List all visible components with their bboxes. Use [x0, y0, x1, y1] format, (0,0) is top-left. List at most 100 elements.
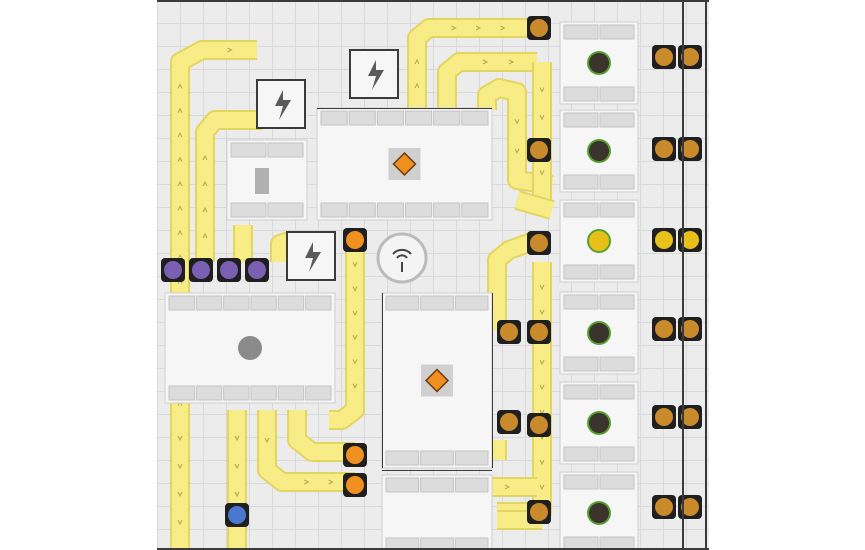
ore-icon: [500, 323, 518, 341]
ore-icon: [500, 413, 518, 431]
machine-slot: [405, 110, 433, 126]
machine-slot: [599, 174, 635, 190]
refinery-0[interactable]: [559, 21, 639, 105]
conveyor-arrow-icon: [177, 519, 183, 526]
conveyor-arrow-icon: [177, 156, 183, 162]
assembler-center[interactable]: [381, 292, 493, 469]
flash-icon: [275, 90, 291, 120]
conveyor-arrow-icon: [352, 334, 358, 341]
conveyor-arrow-icon: [234, 491, 240, 498]
conveyor-arrow-icon: [504, 484, 511, 490]
gear-crusher-icon: [238, 336, 262, 360]
machine-slot: [420, 295, 454, 311]
machine-slot: [433, 110, 461, 126]
conveyor-arrow-icon: [177, 107, 183, 114]
machine-slot: [385, 537, 420, 550]
machine-slot: [461, 110, 489, 126]
crystal-icon: [192, 261, 210, 279]
machine-slot: [563, 294, 599, 310]
ore-icon: [681, 320, 699, 338]
conveyor-belt-inner-13: [514, 192, 555, 218]
ore-chunk-icon: [587, 51, 611, 75]
conveyor-arrow-icon: [352, 310, 358, 316]
flash-machine-1[interactable]: [349, 49, 399, 99]
flash-icon: [305, 242, 321, 272]
machine-slot: [168, 385, 195, 401]
machine-slot: [168, 295, 195, 311]
wall-2: [705, 0, 707, 550]
machine-slot: [320, 202, 348, 218]
hub-station[interactable]: [376, 232, 428, 284]
conveyor-arrow-icon: [177, 491, 183, 498]
factory-scene[interactable]: [157, 0, 709, 550]
conveyor-arrow-icon: [227, 47, 233, 53]
assembler-top[interactable]: [316, 107, 493, 221]
machine-slot: [599, 264, 635, 280]
ore-icon: [681, 498, 699, 516]
ore-icon: [530, 141, 548, 159]
ore-icon: [530, 19, 548, 37]
gold-icon: [681, 231, 699, 249]
hub-antenna-icon: [392, 248, 412, 272]
conveyor-belt-inner-7: [289, 410, 355, 460]
game-board[interactable]: [157, 0, 709, 550]
conveyor-arrow-icon: [508, 59, 515, 65]
conveyor-belt-inner-6: [259, 410, 355, 490]
conveyor-belt-inner-10: [439, 54, 537, 110]
conveyor-arrow-icon: [234, 463, 240, 470]
machine-slot: [277, 295, 305, 311]
machine-slot: [385, 295, 420, 311]
machine-slot: [305, 385, 332, 401]
crystal-icon: [164, 261, 182, 279]
document-machine[interactable]: [226, 139, 308, 221]
conveyor-arrow-icon: [539, 114, 545, 121]
conveyor-arrow-icon: [202, 232, 208, 239]
machine-slot: [223, 385, 250, 401]
wall-7: [382, 470, 492, 471]
conveyor-arrow-icon: [451, 25, 457, 31]
conveyor-arrow-icon: [177, 463, 183, 470]
machine-slot: [267, 202, 304, 218]
machine-slot: [454, 477, 489, 493]
machine-slot: [599, 474, 635, 490]
conveyor-arrow-icon: [539, 384, 545, 391]
conveyor-arrow-icon: [328, 479, 334, 485]
machine-slot: [250, 385, 277, 401]
crusher-machine[interactable]: [164, 292, 336, 404]
machine-slot: [563, 202, 599, 218]
refinery-1[interactable]: [559, 109, 639, 193]
conveyor-arrow-icon: [177, 254, 183, 260]
machine-slot: [599, 384, 635, 400]
machine-slot: [599, 86, 635, 102]
refinery-5[interactable]: [559, 471, 639, 550]
conveyor-arrow-icon: [475, 25, 482, 31]
machine-slot: [195, 295, 223, 311]
machine-slot: [563, 384, 599, 400]
conveyor-arrow-icon: [202, 154, 208, 161]
machine-slot: [385, 477, 420, 493]
conveyor-arrow-icon: [539, 359, 545, 366]
machine-slot: [599, 112, 635, 128]
conveyor-belt-inner-11: [479, 80, 554, 193]
conveyor-arrow-icon: [264, 437, 270, 444]
conveyor-belt-inner-9: [409, 20, 527, 110]
assembler-bottom[interactable]: [381, 474, 493, 550]
machine-slot: [454, 537, 489, 550]
machine-slot: [599, 294, 635, 310]
machine-slot: [563, 446, 599, 462]
ore-icon: [655, 320, 673, 338]
crystal-icon: [248, 261, 266, 279]
ore-icon: [681, 140, 699, 158]
wall-3: [157, 548, 709, 550]
ore-icon: [530, 503, 548, 521]
conveyor-arrow-icon: [539, 170, 545, 176]
core-icon: [346, 476, 364, 494]
wall-5: [382, 293, 383, 468]
conveyor-arrow-icon: [202, 180, 208, 187]
refinery-2[interactable]: [559, 199, 639, 283]
gold-icon: [655, 231, 673, 249]
ore-icon: [655, 140, 673, 158]
machine-slot: [599, 446, 635, 462]
ore-chunk-icon: [587, 139, 611, 163]
flash-machine-0[interactable]: [256, 79, 306, 129]
